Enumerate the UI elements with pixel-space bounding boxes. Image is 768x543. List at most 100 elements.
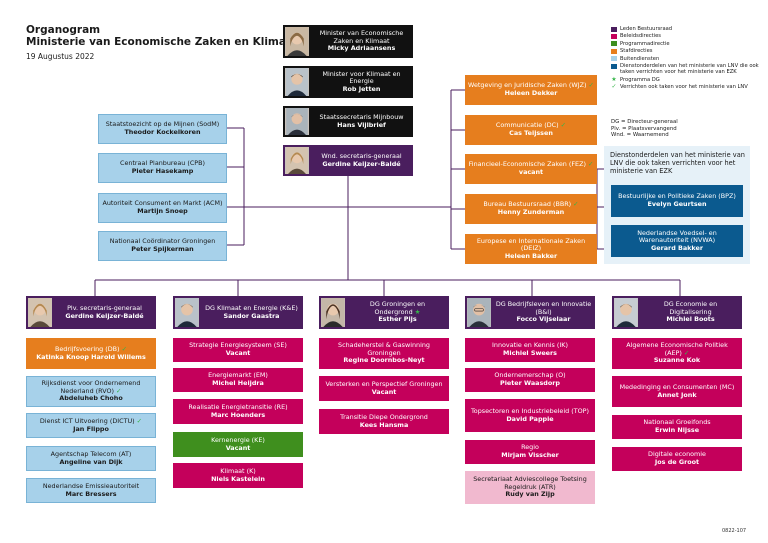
portrait-photo xyxy=(285,68,309,96)
check-icon: ✓ xyxy=(587,160,594,169)
page-date: 19 Augustus 2022 xyxy=(26,52,95,61)
legend-label: Buitendiensten xyxy=(620,55,660,62)
box-label: Wetgeving en Juridische Zaken (WJZ)✓ xyxy=(468,82,594,90)
legend-swatch xyxy=(611,41,617,47)
star-icon: ★ xyxy=(611,75,617,83)
box-label-text: Algemene Economische Politiek (AEP) xyxy=(626,341,728,357)
box-name: Gerdine Keijzer-Baldé xyxy=(322,159,401,168)
legend-item: Dienstonderdelen van het ministerie van … xyxy=(611,63,759,76)
portrait-photo xyxy=(467,298,491,327)
box-name: Michiel Sweers xyxy=(503,349,557,357)
title-line-2: Ministerie van Economische Zaken en Klim… xyxy=(26,36,299,48)
unit-db-box: Bedrijfsvoering (DB)✓ Katinka Knoop Haro… xyxy=(26,338,156,369)
box-label: Agentschap Telecom (AT) xyxy=(50,449,132,458)
box-label-text: Financieel-Economische Zaken (FEZ) xyxy=(468,160,586,169)
lnv-bpz-box: Bestuurlijke en Politieke Zaken (BPZ) Ev… xyxy=(611,185,743,217)
box-name: Erwin Nijsse xyxy=(654,426,700,434)
title-line-1: Organogram xyxy=(26,24,101,36)
box-label-text: Bedrijfsvoering (DB) xyxy=(54,344,120,353)
abbreviation: Plv. = Plaatsvervangend xyxy=(611,125,677,132)
check-icon: ✓ xyxy=(588,81,594,90)
box-label: Regio xyxy=(521,443,539,452)
box-label: Europese en Internationale Zaken (DEIZ) xyxy=(476,236,586,253)
legend-item: ✓Verrichten ook taken voor het ministeri… xyxy=(611,83,759,90)
legend-item: Leden Bestuursraad xyxy=(611,26,759,32)
box-label: Transitie Diepe Ondergrond xyxy=(340,412,428,421)
box-name: Katinka Knoop Harold Willems xyxy=(36,352,146,361)
unit-tdo-box: Transitie Diepe Ondergrond Kees Hansma xyxy=(319,409,449,434)
abbreviation: DG = Directeur-generaal xyxy=(611,119,678,125)
legend-label: Stafdirecties xyxy=(620,48,653,55)
abbreviation: Wnd. = Waarnemend xyxy=(611,132,669,139)
box-name: Gerdine Keijzer-Baldé xyxy=(65,311,144,320)
box-name: Sandor Gaastra xyxy=(223,311,280,320)
box-name: Angeline van Dijk xyxy=(59,457,123,466)
box-name: Heleen Dekker xyxy=(504,89,558,97)
portrait-photo xyxy=(285,108,309,135)
legend-label: Programma DG xyxy=(620,76,660,83)
service-sodm-box: Staatstoezicht op de Mijnen (SodM) Theod… xyxy=(98,114,227,144)
box-label: Mededinging en Consumenten (MC) xyxy=(619,382,735,391)
box-label: Ondernemerschap (O) xyxy=(494,371,566,380)
unit-top-box: Topsectoren en Industriebeleid (TOP) Dav… xyxy=(465,399,595,432)
unit-se-box: Strategie Energiesysteem (SE) Vacant xyxy=(173,338,303,362)
box-name: Marc Bressers xyxy=(65,489,117,498)
box-label: Realisatie Energietransitie (RE) xyxy=(188,402,288,411)
legend-item: ★Programma DG xyxy=(611,75,759,83)
check-icon: ✓ xyxy=(121,344,128,353)
legend-item: Buitendiensten xyxy=(611,56,759,62)
box-label: DG Economie en Digitalisering xyxy=(663,300,718,316)
secretaris-generaal-box: Wnd. secretaris-generaal Gerdine Keijzer… xyxy=(283,145,413,176)
box-name: Focco Vijselaar xyxy=(516,315,571,324)
unit-ke-box: Kernenergie (KE) Vacant xyxy=(173,432,303,457)
unit-o-box: Ondernemerschap (O) Pieter Waasdorp xyxy=(465,368,595,392)
box-name: vacant xyxy=(518,168,544,176)
legend-item: Beleidsdirecties xyxy=(611,33,759,39)
unit-ik-box: Innovatie en Kennis (IK) Michiel Sweers xyxy=(465,338,595,362)
page-title: Organogram Ministerie van Economische Za… xyxy=(26,24,298,48)
box-name: Suzanne Kok xyxy=(653,356,701,365)
box-label: Energiemarkt (EM) xyxy=(208,371,268,380)
staff-wjz-box: Wetgeving en Juridische Zaken (WJZ)✓ Hel… xyxy=(465,75,597,105)
unit-sg-groningen-box: Schadeherstel & Gaswinning Groningen Reg… xyxy=(319,338,449,369)
box-name: Heleen Bakker xyxy=(504,251,558,260)
box-name: Vacant xyxy=(371,387,397,396)
check-icon: ✓ xyxy=(136,416,143,425)
box-name: Micky Adriaansens xyxy=(327,44,396,53)
service-acm-box: Autoriteit Consument en Markt (ACM) Mart… xyxy=(98,193,227,223)
box-name: Annet Jonk xyxy=(657,390,697,399)
unit-k-box: Klimaat (K) Niels Kastelein xyxy=(173,463,303,488)
dg-ed-box: DG Economie en Digitalisering Michiel Bo… xyxy=(612,296,742,329)
box-name: Theodor Kockelkoren xyxy=(124,128,201,136)
box-name: Rudy van Zijp xyxy=(505,490,555,499)
staff-bbr-box: Bureau Bestuursraad (BBR)✓ Henny Zunderm… xyxy=(465,194,597,224)
box-label-text: Wetgeving en Juridische Zaken (WJZ) xyxy=(468,81,587,90)
dg-go-box: DG Groningen en Ondergrond★ Esther Pijs xyxy=(319,296,449,329)
box-name: Mirjam Visscher xyxy=(501,451,559,459)
box-name: Henny Zunderman xyxy=(497,208,565,216)
box-label: Bureau Bestuursraad (BBR)✓ xyxy=(483,201,578,209)
unit-re-box: Realisatie Energietransitie (RE) Marc Ho… xyxy=(173,399,303,424)
staff-dc-box: Communicatie (DC)✓ Cas Teijssen xyxy=(465,115,597,145)
box-label: Topsectoren en Industriebeleid (TOP) xyxy=(470,406,590,415)
legend-label: Beleidsdirecties xyxy=(620,33,661,40)
box-label: Rijksdienst voor Ondernemend Nederland (… xyxy=(30,379,152,395)
box-name: David Pappie xyxy=(506,414,554,423)
lnv-nvwa-box: Nederlandse Voedsel- en Warenautoriteit … xyxy=(611,225,743,257)
box-label: Minister van Economische Zaken en Klimaa… xyxy=(319,29,404,45)
box-name: Peter Spijkerman xyxy=(131,245,194,253)
unit-de-box: Digitale economie Jos de Groot xyxy=(612,447,742,471)
dg-bi-box: DG Bedrijfsleven en Innovatie (B&I) Focc… xyxy=(465,296,595,329)
service-cpb-box: Centraal Planbureau (CPB) Pieter Hasekam… xyxy=(98,153,227,183)
unit-vpg-box: Versterken en Perspectief Groningen Vaca… xyxy=(319,376,449,401)
legend-item: Programmadirectie xyxy=(611,41,759,47)
document-code: 0822-107 xyxy=(722,528,747,534)
box-label: DG Bedrijfsleven en Innovatie (B&I) xyxy=(495,300,592,316)
box-name: Pieter Hasekamp xyxy=(131,167,194,175)
box-label-text: Rijksdienst voor Ondernemend Nederland (… xyxy=(41,379,141,395)
box-label-text: Bureau Bestuursraad (BBR) xyxy=(483,200,572,209)
box-label: Staatssecretaris Mijnbouw xyxy=(319,112,404,121)
box-label: Kernenergie (KE) xyxy=(211,435,265,444)
unit-dictu-box: Dienst ICT Uitvoering (DICTU)✓ Jan Flipp… xyxy=(26,413,156,438)
portrait-photo xyxy=(28,298,52,327)
